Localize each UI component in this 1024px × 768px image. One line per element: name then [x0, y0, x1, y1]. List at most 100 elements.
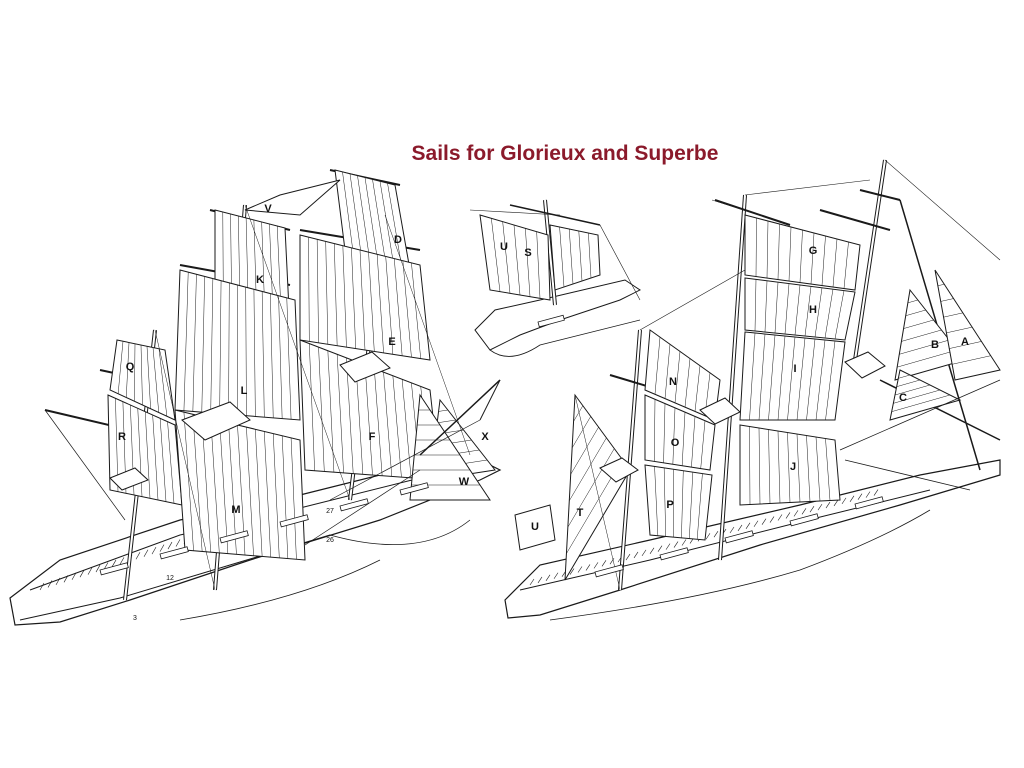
- sail-C: [889, 369, 962, 421]
- rigging-line: [884, 159, 1001, 261]
- railing-tick: [537, 576, 543, 584]
- sail-Q-outline: [109, 339, 176, 421]
- railing-tick: [761, 518, 767, 525]
- sail-seam: [898, 374, 911, 379]
- sail-seam: [368, 252, 375, 352]
- rigging-line: [244, 204, 351, 501]
- sail-G-outline: [744, 214, 861, 291]
- sail-label: U: [500, 241, 508, 253]
- sail-seam: [901, 329, 942, 342]
- sail-seam: [385, 256, 394, 355]
- sail-seam: [834, 290, 845, 340]
- sail-seam: [502, 221, 511, 294]
- sail-seam: [364, 364, 373, 476]
- rigging-line: [329, 419, 481, 501]
- right-fore-top: [599, 457, 639, 483]
- sail-seam: [814, 287, 823, 338]
- sail-seam: [777, 223, 780, 280]
- sail-seam: [351, 247, 356, 349]
- sail-label: S: [524, 247, 531, 259]
- sail-seam: [905, 309, 926, 316]
- sail-seam: [253, 289, 256, 417]
- sail-seam: [654, 337, 661, 395]
- railing-tick: [809, 506, 815, 513]
- inset-hull: [474, 279, 641, 351]
- sail-seam: [379, 181, 394, 266]
- railing-tick: [47, 580, 53, 588]
- railing-tick: [793, 510, 799, 517]
- sail-seam: [308, 237, 310, 342]
- sail-D: [334, 169, 411, 271]
- railing-tick: [865, 491, 871, 498]
- right-mizzen-top: [844, 351, 886, 379]
- gun-port: [399, 482, 429, 496]
- sail-seam: [588, 232, 592, 279]
- sail-label: F: [369, 431, 376, 443]
- inset-mast-inner: [544, 199, 556, 306]
- sail-seam: [654, 466, 659, 536]
- railing-tick: [167, 541, 173, 550]
- sail-seam: [672, 407, 676, 465]
- sail-label: B: [931, 339, 939, 351]
- sail-seam: [346, 357, 354, 474]
- sail-seam: [784, 283, 790, 335]
- sail-seam: [787, 432, 791, 503]
- sail-P: [644, 464, 713, 541]
- sail-seam: [896, 379, 921, 387]
- sail-S-inset: [549, 224, 601, 291]
- yard: [859, 189, 901, 201]
- sail-seam: [342, 171, 354, 253]
- sail-seam: [691, 416, 696, 468]
- sail-seam: [394, 258, 403, 356]
- railing-tick: [769, 516, 775, 523]
- sail-seam: [374, 368, 383, 476]
- sail-seam: [663, 403, 666, 463]
- sail-H: [744, 277, 856, 341]
- sail-seam: [681, 470, 684, 538]
- sail-seam: [559, 226, 565, 288]
- sail-seam: [946, 326, 973, 334]
- sail-label: E: [388, 336, 395, 348]
- sail-seam: [152, 347, 159, 413]
- sail-seam: [891, 394, 951, 412]
- right-fore-mast-inner: [619, 329, 641, 591]
- sail-label: 3: [133, 615, 137, 622]
- sail-seam: [700, 420, 706, 469]
- rigging-line: [839, 379, 1001, 451]
- sail-I-outline: [739, 331, 846, 421]
- sail-E: [299, 234, 431, 361]
- railing-tick: [577, 566, 583, 573]
- sail-seam: [278, 295, 283, 419]
- railing-tick: [585, 564, 591, 571]
- sail-seam: [159, 418, 167, 502]
- sail-seam: [364, 177, 378, 261]
- sail-seam: [281, 435, 289, 559]
- sail-seam: [376, 254, 384, 353]
- sail-seam: [815, 339, 826, 421]
- railing-tick: [857, 493, 863, 500]
- gun-port: [724, 530, 754, 544]
- sail-seam: [372, 179, 386, 263]
- sail-seam: [318, 347, 325, 472]
- sail-label: W: [459, 476, 470, 488]
- railing-tick: [745, 522, 751, 530]
- sail-label: C: [899, 392, 907, 404]
- sail-seam: [210, 278, 214, 413]
- sail-seam: [117, 341, 124, 394]
- flag-U: [514, 504, 556, 551]
- sail-seam: [158, 348, 168, 417]
- sail-seam: [255, 429, 263, 557]
- sail-F: [299, 339, 441, 481]
- sail-seam: [758, 333, 766, 421]
- sail-B-outline: [894, 288, 966, 381]
- railing-tick: [55, 577, 61, 586]
- railing-tick: [817, 503, 823, 511]
- rigging-line: [599, 224, 641, 301]
- rigging-line: [384, 214, 471, 456]
- sail-seam: [694, 365, 701, 412]
- inset-ship-drawing: [469, 199, 641, 357]
- sail-seam: [799, 229, 803, 283]
- sail-seam: [696, 473, 703, 540]
- rigging-line: [639, 269, 746, 331]
